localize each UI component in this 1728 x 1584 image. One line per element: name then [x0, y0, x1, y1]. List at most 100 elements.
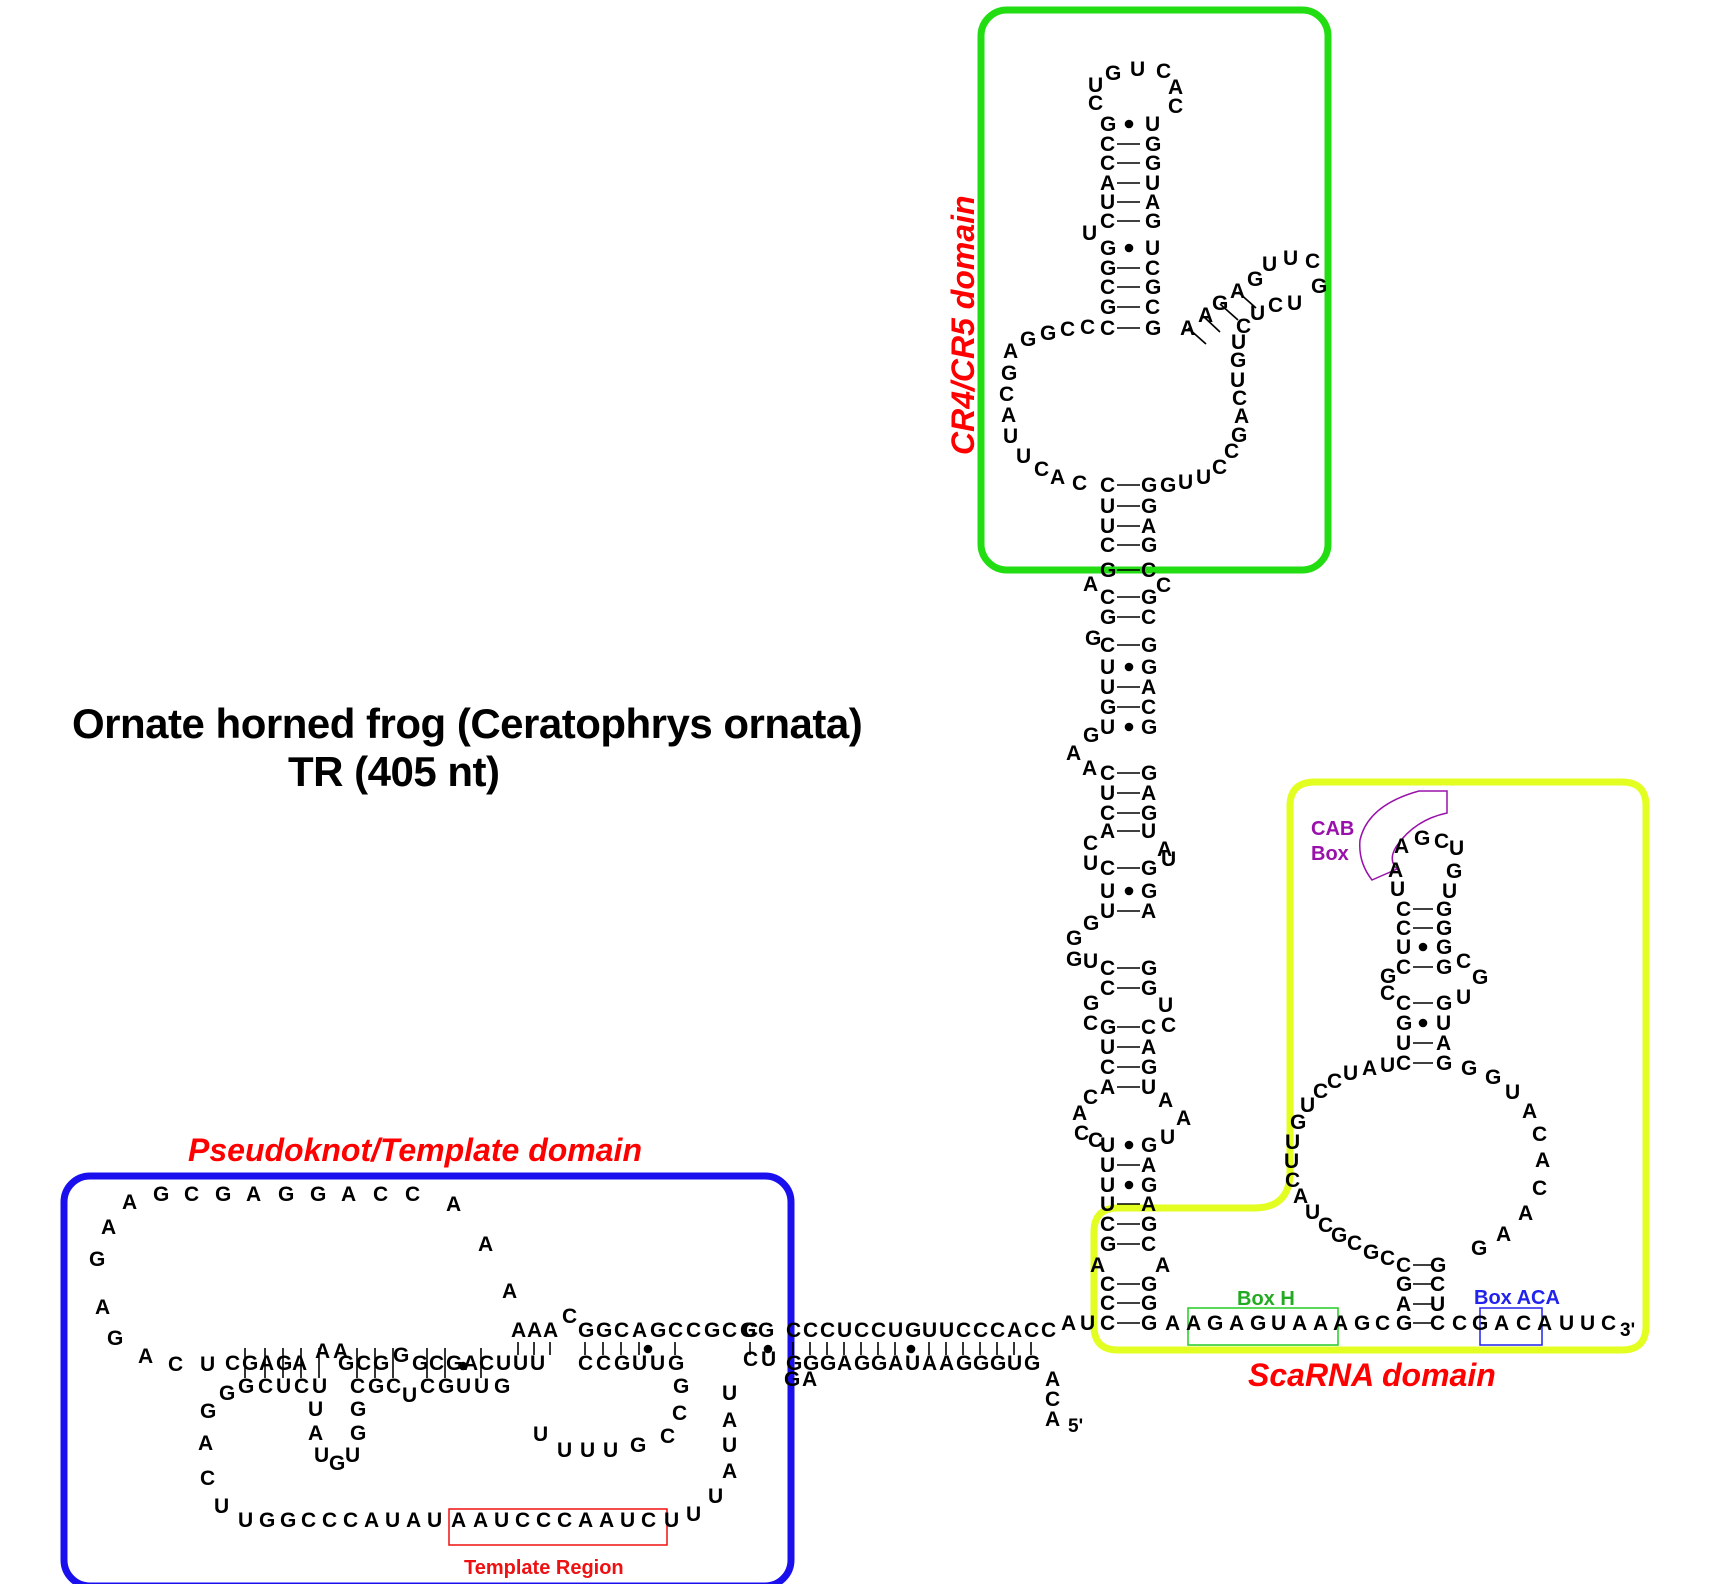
- nucleotide-U: U: [1271, 1312, 1286, 1335]
- nucleotide-C: C: [1088, 1129, 1103, 1152]
- nucleotide-C: C: [258, 1375, 273, 1398]
- nucleotide-A: A: [1394, 835, 1409, 858]
- nucleotide-C: C: [1601, 1312, 1616, 1335]
- nucleotide-A: A: [1141, 900, 1156, 923]
- nucleotide-A: A: [1090, 1254, 1105, 1277]
- nucleotide-G: G: [1436, 956, 1452, 979]
- nucleotide-G: G: [1472, 966, 1488, 989]
- nucleotide-U: U: [1287, 292, 1302, 315]
- nucleotide-C: C: [1430, 1312, 1445, 1335]
- nucleotide-U: U: [1007, 1352, 1022, 1375]
- nucleotide-C: C: [854, 1319, 869, 1342]
- nucleotide-U: U: [1100, 1154, 1115, 1177]
- nucleotide-U: U: [494, 1509, 509, 1532]
- nucleotide-C: C: [1156, 574, 1171, 597]
- nucleotide-C: C: [1396, 917, 1411, 940]
- nucleotide-C: C: [1100, 1213, 1115, 1236]
- nucleotide-G: G: [1066, 948, 1082, 971]
- cab-box-label-line2: Box: [1311, 843, 1349, 865]
- wobble-pair-dot: [1124, 243, 1134, 253]
- nucleotide-G: G: [446, 1352, 462, 1375]
- nucleotide-A: A: [1155, 1254, 1170, 1277]
- nucleotide-A: A: [333, 1340, 348, 1363]
- nucleotide-C: C: [1456, 950, 1471, 973]
- nucleotide-G: G: [578, 1319, 594, 1342]
- nucleotide-G: G: [1141, 495, 1157, 518]
- nucleotide-U: U: [1250, 302, 1265, 325]
- nucleotide-A: A: [1141, 676, 1156, 699]
- nucleotide-C: C: [1100, 152, 1115, 175]
- nucleotide-A: A: [511, 1319, 526, 1342]
- nucleotide-C: C: [386, 1375, 401, 1398]
- nucleotide-G: G: [1436, 917, 1452, 940]
- nucleotide-U: U: [1284, 1150, 1299, 1173]
- nucleotide-C: C: [1375, 1312, 1390, 1335]
- nucleotide-G: G: [673, 1375, 689, 1398]
- nucleotide-C: C: [1430, 1273, 1445, 1296]
- nucleotide-U: U: [1141, 820, 1156, 843]
- nucleotide-G: G: [1414, 827, 1430, 850]
- wobble-pair-dot: [763, 1344, 773, 1354]
- nucleotide-U: U: [345, 1444, 360, 1467]
- nucleotide-C: C: [1232, 387, 1247, 410]
- nucleotide-U: U: [1100, 191, 1115, 214]
- nucleotide-U: U: [1161, 848, 1176, 871]
- nucleotide-G: G: [1250, 1312, 1266, 1335]
- nucleotide-A: A: [1229, 1312, 1244, 1335]
- nucleotide-C: C: [1145, 296, 1160, 319]
- nucleotide-A: A: [1141, 515, 1156, 538]
- nucleotide-C: C: [672, 1402, 687, 1425]
- wobble-pair-dot: [1124, 119, 1134, 129]
- nucleotide-A: A: [1001, 404, 1016, 427]
- nucleotide-A: A: [1293, 1185, 1308, 1208]
- nucleotide-C: C: [557, 1509, 572, 1532]
- nucleotide-C: C: [1532, 1177, 1547, 1200]
- nucleotide-G: G: [1141, 857, 1157, 880]
- nucleotide-G: G: [238, 1375, 254, 1398]
- nucleotide-A: A: [122, 1191, 137, 1214]
- nucleotide-C: C: [820, 1319, 835, 1342]
- scarna-domain-box: [1090, 778, 1650, 1354]
- nucleotide-U: U: [1145, 113, 1160, 136]
- nucleotide-U: U: [1130, 58, 1145, 81]
- nucleotide-G: G: [1141, 586, 1157, 609]
- nucleotide-C: C: [1224, 440, 1239, 463]
- nucleotide-G: G: [990, 1352, 1006, 1375]
- nucleotide-A: A: [1198, 304, 1213, 327]
- nucleotide-G: G: [200, 1400, 216, 1423]
- nucleotide-G: G: [614, 1352, 630, 1375]
- nucleotide-G: G: [1396, 1273, 1412, 1296]
- nucleotide-A: A: [922, 1352, 937, 1375]
- nucleotide-A: A: [527, 1319, 542, 1342]
- nucleotide-C: C: [1100, 534, 1115, 557]
- nucleotide-A: A: [1141, 782, 1156, 805]
- wobble-pair-dot: [1418, 942, 1428, 952]
- nucleotide-U: U: [1083, 852, 1098, 875]
- nucleotide-C: C: [536, 1509, 551, 1532]
- nucleotide-U: U: [1442, 880, 1457, 903]
- nucleotide-A: A: [292, 1352, 307, 1375]
- nucleotide-G: G: [1247, 268, 1263, 291]
- nucleotide-G: G: [1141, 1134, 1157, 1157]
- nucleotide-C: C: [1100, 762, 1115, 785]
- nucleotide-G: G: [1100, 1233, 1116, 1256]
- nucleotide-G: G: [1141, 1292, 1157, 1315]
- nucleotide-U: U: [1178, 471, 1193, 494]
- base-pair-line: [1202, 315, 1221, 333]
- nucleotide-U: U: [1100, 676, 1115, 699]
- nucleotide-G: G: [668, 1352, 684, 1375]
- nucleotide-G: G: [242, 1352, 258, 1375]
- nucleotide-U: U: [1300, 1094, 1315, 1117]
- nucleotide-U: U: [402, 1384, 417, 1407]
- nucleotide-C: C: [743, 1319, 758, 1342]
- nucleotide-C: C: [1034, 458, 1049, 481]
- nucleotide-C: C: [1396, 956, 1411, 979]
- nucleotide-U: U: [1100, 495, 1115, 518]
- nucleotide-U: U: [557, 1439, 572, 1462]
- nucleotide-A: A: [722, 1409, 737, 1432]
- nucleotide-G: G: [310, 1183, 326, 1206]
- nucleotide-A: A: [1292, 1312, 1307, 1335]
- nucleotide-G: G: [1141, 1312, 1157, 1335]
- nucleotide-C: C: [1100, 857, 1115, 880]
- nucleotide-C: C: [1083, 832, 1098, 855]
